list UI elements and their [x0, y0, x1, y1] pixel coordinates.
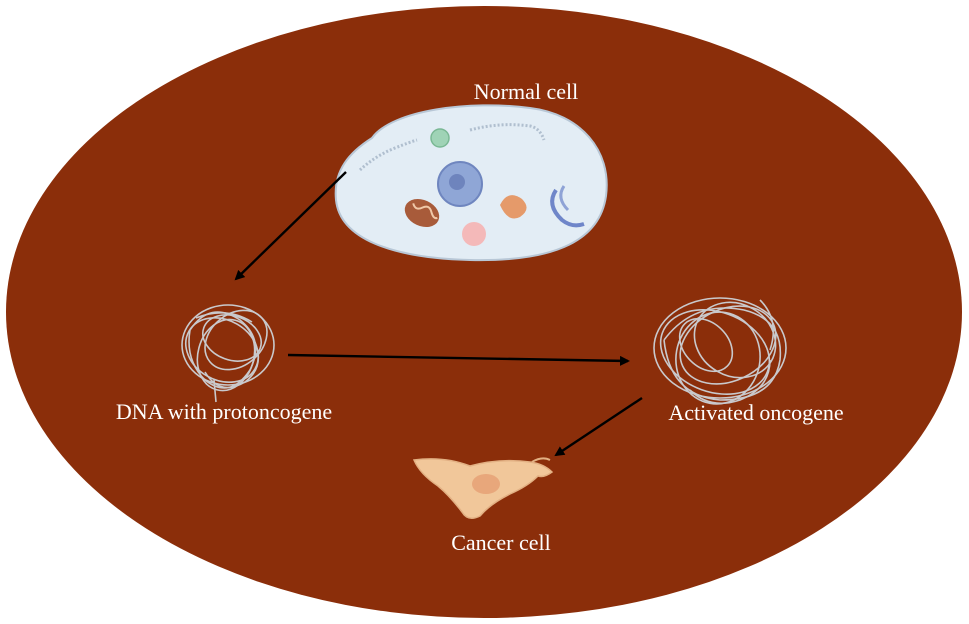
normal-cell-illustration — [334, 104, 608, 262]
arrow-oncogene-to-cancer — [554, 396, 643, 457]
label-activated-oncogene: Activated oncogene — [668, 400, 843, 425]
label-cancer-cell: Cancer cell — [451, 530, 551, 555]
cancer-cell-illustration — [412, 457, 554, 519]
background-ellipse — [6, 6, 962, 618]
arrow-cell-to-dna — [234, 171, 347, 281]
oncogene-coil-icon — [653, 297, 787, 405]
dna-coil-icon — [181, 304, 275, 403]
label-normal-cell: Normal cell — [474, 79, 578, 104]
label-dna-protoncogene: DNA with protoncogene — [116, 399, 332, 424]
arrow-dna-to-oncogene — [287, 353, 630, 366]
